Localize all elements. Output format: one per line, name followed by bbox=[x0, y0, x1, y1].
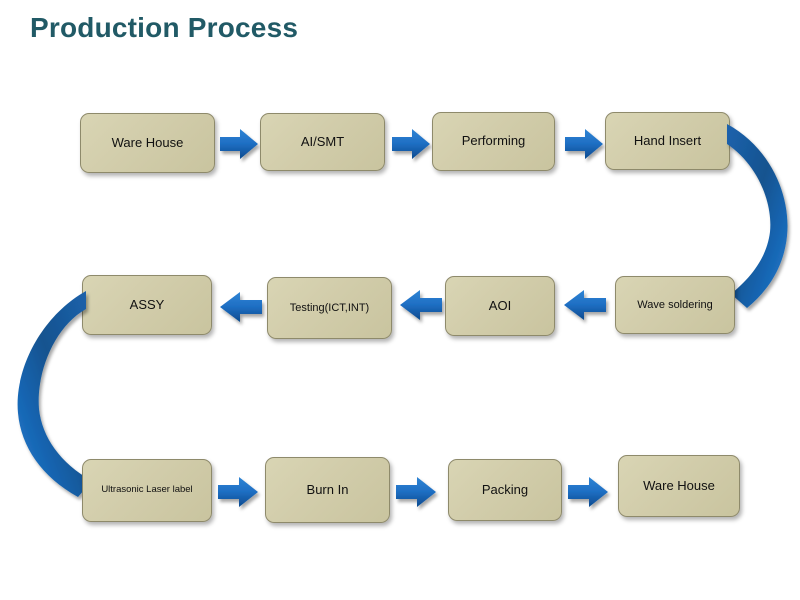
node-aoi[interactable]: AOI bbox=[445, 276, 555, 336]
arrow-wavesoldering-to-aoi bbox=[560, 288, 606, 322]
node-ultrasonic-laser-label[interactable]: Ultrasonic Laser label bbox=[82, 459, 212, 522]
arrow-packing-to-warehouse bbox=[568, 475, 608, 509]
node-performing[interactable]: Performing bbox=[432, 112, 555, 171]
curved-connector-left bbox=[0, 285, 98, 515]
arrow-aismt-to-performing bbox=[392, 127, 432, 161]
node-assy[interactable]: ASSY bbox=[82, 275, 212, 335]
arrow-burnin-to-packing bbox=[396, 475, 436, 509]
arrow-aoi-to-testing bbox=[396, 288, 442, 322]
arrow-testing-to-assy bbox=[216, 290, 262, 324]
node-ai-smt[interactable]: AI/SMT bbox=[260, 113, 385, 171]
node-burn-in[interactable]: Burn In bbox=[265, 457, 390, 523]
page-title: Production Process bbox=[30, 12, 299, 43]
arrow-ultrasonic-to-burnin bbox=[218, 475, 258, 509]
node-ware-house-end[interactable]: Ware House bbox=[618, 455, 740, 517]
node-ware-house-start[interactable]: Ware House bbox=[80, 113, 215, 173]
arrow-performing-to-handinsert bbox=[565, 127, 605, 161]
arrow-warehouse-to-aismt bbox=[220, 127, 260, 161]
node-packing[interactable]: Packing bbox=[448, 459, 562, 521]
node-hand-insert[interactable]: Hand Insert bbox=[605, 112, 730, 170]
node-wave-soldering[interactable]: Wave soldering bbox=[615, 276, 735, 334]
curved-connector-right bbox=[725, 118, 800, 318]
node-testing[interactable]: Testing(ICT,INT) bbox=[267, 277, 392, 339]
